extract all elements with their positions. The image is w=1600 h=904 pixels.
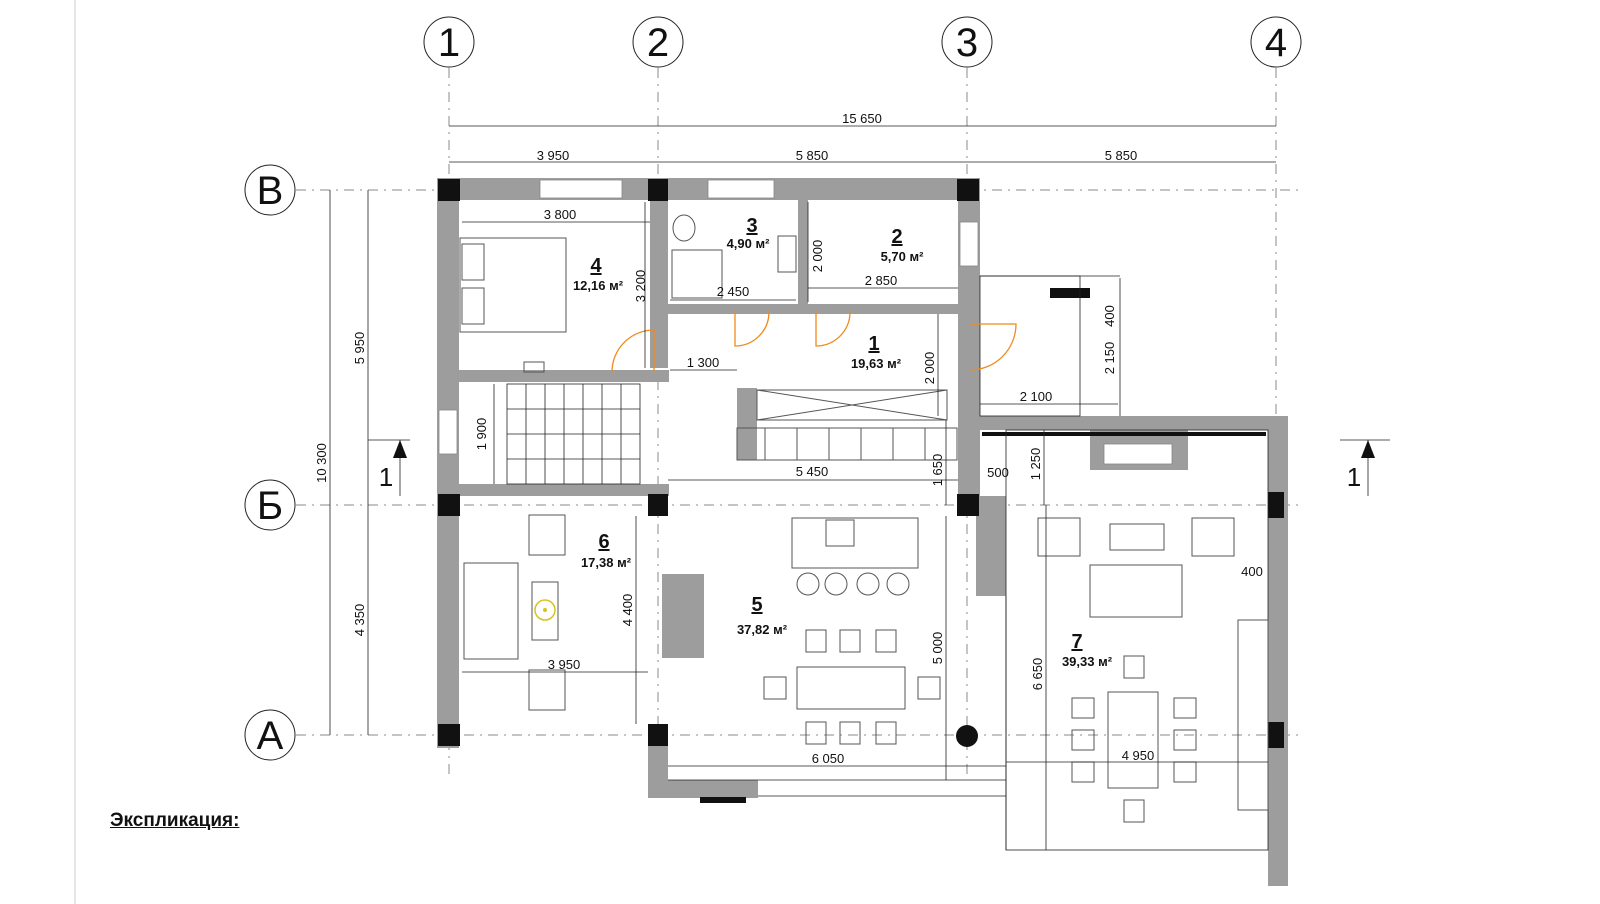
dim-4400: 4 400: [620, 594, 635, 627]
living-furniture: [463, 514, 566, 711]
room-3-number: 3: [746, 215, 757, 237]
room-6-area: 17,38 м²: [581, 555, 632, 570]
dim-3200: 3 200: [633, 270, 648, 303]
dim-2000a: 2 000: [810, 240, 825, 273]
dim-3950b: 3 950: [548, 657, 581, 672]
bathroom-fixtures: [671, 214, 797, 299]
room-1-number: 1: [868, 333, 879, 355]
dim-2100: 2 100: [1020, 389, 1053, 404]
doors: [611, 311, 1017, 373]
kitchen: [736, 389, 958, 745]
bedroom-furniture: [459, 237, 567, 373]
room-1-area: 19,63 м²: [851, 356, 902, 371]
terrace-furniture: [1037, 517, 1269, 823]
dim-6650: 6 650: [1030, 658, 1045, 691]
room-5-number: 5: [751, 594, 762, 616]
room-3-area: 4,90 м²: [727, 236, 771, 251]
section-right-label: 1: [1347, 462, 1361, 492]
section-markers: 1 1: [368, 439, 1390, 496]
room-6-number: 6: [598, 531, 609, 553]
room-5-area: 37,82 м²: [737, 622, 788, 637]
dim-1300: 1 300: [687, 355, 720, 370]
dim-5450: 5 450: [796, 464, 829, 479]
windows: [438, 179, 1173, 465]
axis-1: 1: [438, 21, 460, 65]
axis-3: 3: [956, 21, 978, 65]
dim-2850: 2 850: [865, 273, 898, 288]
inner-dimensions: 3 800 3 200 2 450 2 000 2 850 1 300 2 00…: [462, 202, 1268, 850]
axis-b: Б: [257, 484, 283, 528]
dim-2-3: 5 850: [796, 148, 829, 163]
axis-a: А: [257, 714, 284, 758]
axis-2: 2: [647, 21, 669, 65]
dim-2150: 2 150: [1102, 342, 1117, 375]
axis-bubbles: 1 2 3 4 В Б А: [244, 16, 1302, 761]
dim-5000: 5 000: [930, 632, 945, 665]
outer-dimensions: 15 650 3 950 5 850 5 850 10 300 5 950 4 …: [314, 111, 1276, 735]
dim-4950: 4 950: [1122, 748, 1155, 763]
dim-1900: 1 900: [474, 418, 489, 451]
dim-1650: 1 650: [930, 454, 945, 487]
room-2-number: 2: [891, 226, 902, 248]
dim-b-a: 4 350: [352, 604, 367, 637]
room-7-area: 39,33 м²: [1062, 654, 1113, 669]
room-4-number: 4: [590, 255, 602, 277]
axis-4: 4: [1265, 21, 1287, 65]
dim-2450: 2 450: [717, 284, 750, 299]
section-left-label: 1: [379, 462, 393, 492]
room-4-area: 12,16 м²: [573, 278, 624, 293]
legend-title: Экспликация:: [110, 810, 240, 831]
dim-2000b: 2 000: [922, 352, 937, 385]
dim-400b: 400: [1241, 564, 1263, 579]
dim-v-b: 5 950: [352, 332, 367, 365]
dim-500: 500: [987, 465, 1009, 480]
room-labels: 1 19,63 м² 2 5,70 м² 3 4,90 м² 4 12,16 м…: [573, 215, 1113, 669]
dim-1-2: 3 950: [537, 148, 570, 163]
stairs: [506, 383, 641, 485]
dim-total-width: 15 650: [842, 111, 882, 126]
dim-400a: 400: [1102, 305, 1117, 327]
room-7-number: 7: [1071, 631, 1082, 653]
axis-v: В: [257, 169, 284, 213]
dim-1250: 1 250: [1028, 448, 1043, 481]
dim-total-height: 10 300: [314, 443, 329, 483]
dim-3800: 3 800: [544, 207, 577, 222]
dim-6050: 6 050: [812, 751, 845, 766]
dim-3-4: 5 850: [1105, 148, 1138, 163]
room-2-area: 5,70 м²: [881, 249, 925, 264]
columns: [438, 179, 1284, 803]
